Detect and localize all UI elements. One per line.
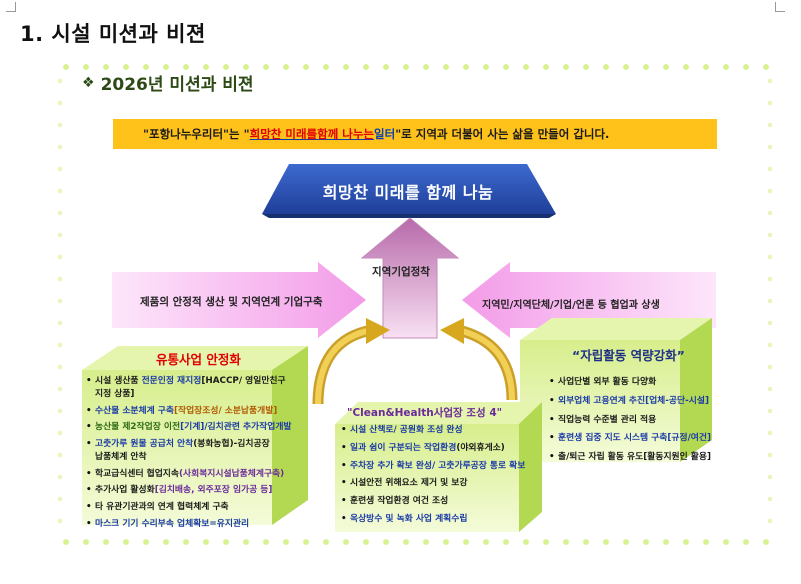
slogan-text-end: "로 지역과 더불어 사는 삶을 만들어 갑니다. [395, 127, 610, 141]
diamond-bullet-icon: ❖ [82, 74, 95, 91]
slogan-banner: "포항나누우리터"는 "희망찬 미래를 함께 나누는 일터"로 지역과 더불어 … [113, 119, 717, 149]
list-item-text: 수산물 소분체계 구축 [95, 405, 174, 416]
list-item-text: 전문인정 재지정 [141, 376, 202, 386]
list-item-text: 직업능력 수준별 관리 적용 [558, 414, 657, 425]
left-arrow-label: 제품의 안정적 생산 및 지역연계 기업구축 [140, 296, 323, 308]
list-item-text: (사회복지시설납품체계구축) [179, 468, 285, 479]
list-item-text: 시설 산책로/ 공원화 조성 완성 [350, 425, 463, 435]
list-item: 타 유관기관과의 연계 협력체계 구축 [86, 501, 336, 514]
list-item-text: [기계]/김치관련 추가작업개발 [180, 422, 292, 433]
list-item-text: 출/퇴근 자립 활동 유도 [558, 452, 644, 462]
center-box-title: "Clean&Health사업장 조성 4" [347, 407, 503, 419]
list-item-text: [업체-공단-시설] [645, 395, 709, 406]
list-item-text: 타 유관기관과의 연계 협력체계 구축 [95, 502, 229, 512]
list-item-text: 외부업체 고용연계 추진 [558, 395, 646, 406]
list-item: 학교급식센터 협업지속(사회복지시설납품체계구축) [86, 468, 336, 481]
section-title: ❖ 2026년 미션과 비젼 [82, 70, 254, 96]
slogan-highlight-future: 희망찬 미래를 [249, 127, 318, 141]
list-item-text: [작업장조성/ 소분납품개발] [173, 405, 278, 416]
list-item: 마스크 기기 수리부속 업체확보=유지관리 [86, 518, 336, 531]
list-item: 시설 산책로/ 공원화 조성 완성 [341, 424, 561, 437]
list-item-text: [규정/여건] [667, 433, 712, 444]
list-item-text: 훈련생 작업환경 여건 조성 [350, 496, 449, 506]
left-pink-arrow [112, 262, 366, 338]
vision-banner-text: 희망찬 미래를 함께 나눔 [322, 183, 494, 202]
decorative-dots-top [56, 62, 771, 74]
list-item-continuation: 납품체계 안착 [95, 451, 147, 462]
list-item-text: 시설안전 위해요소 제거 및 보강 [350, 478, 468, 489]
list-item-text: 고춧가루 원물 공급처 안착 [95, 439, 194, 449]
list-item: 시설안전 위해요소 제거 및 보강 [341, 477, 561, 490]
right-box-title: “자립활동 역량강화” [572, 348, 685, 363]
list-item: 훈련생 집중 지도 시스템 구축[규정/여건] [549, 432, 749, 445]
list-item-text: 추가사업 활성화 [95, 485, 155, 496]
list-item-text: 마스크 기기 수리부속 업체확보=유지관리 [95, 518, 250, 529]
decorative-dots-right [766, 70, 774, 540]
list-item-text: 옥상방수 및 녹화 사업 계획수립 [350, 513, 468, 524]
list-item: 사업단별 외부 활동 다양화 [549, 376, 749, 389]
list-item-text: [활동지원인 활용] [643, 452, 712, 462]
center-arrow-label: 지역기업정착 [372, 266, 430, 278]
slogan-highlight-share: 함께 나누는 [317, 127, 375, 141]
list-item: 외부업체 고용연계 추진[업체-공단-시설] [549, 395, 749, 408]
slogan-text-start: "포항나누우리터"는 " [143, 127, 250, 141]
list-item-text: 일과 쉼이 구분되는 작업환경 [350, 442, 457, 453]
list-item-text: 시설 생산품 [95, 376, 142, 386]
page-title: 1. 시설 미션과 비젼 [20, 22, 206, 46]
list-item: 농산물 제2작업장 이전[기계]/김치관련 추가작업개발 [86, 421, 336, 434]
decorative-dots-left [56, 70, 64, 540]
list-item-text: 사업단별 외부 활동 다양화 [558, 377, 657, 387]
section-title-text: 2026년 미션과 비젼 [100, 75, 254, 95]
center-box-list: 시설 산책로/ 공원화 조성 완성일과 쉼이 구분되는 작업환경(야외휴게소) 주… [341, 424, 561, 531]
slogan-highlight-workplace: 일터 [374, 127, 396, 141]
list-item: 추가사업 활성화[김치배송, 외주포장 임가공 등] [86, 484, 336, 497]
list-item-text: [HACCP/ 영일만친구 [201, 376, 286, 386]
right-arrow-label: 지역민/지역단체/기업/언론 등 협업과 상생 [482, 300, 660, 311]
list-item-text: 농산물 제2작업장 이전 [95, 422, 181, 433]
list-item: 수산물 소분체계 구축[작업장조성/ 소분납품개발] [86, 405, 336, 418]
decorative-dots-bottom [56, 537, 771, 547]
list-item: 출/퇴근 자립 활동 유도[활동지원인 활용] [549, 451, 749, 464]
list-item-text: 주차장 추가 확보 완성/ 고춧가루공장 통로 확보 [350, 460, 526, 471]
list-item-continuation: 지정 상품] [95, 388, 135, 399]
list-item: 훈련생 작업환경 여건 조성 [341, 495, 561, 508]
list-item-text: [김치배송, 외주포장 임가공 등] [154, 485, 273, 496]
list-item: 직업능력 수준별 관리 적용 [549, 414, 749, 427]
vision-banner-shape [262, 164, 556, 214]
list-item-text: 학교급식센터 협업지속 [95, 468, 179, 479]
list-item-text: (야외휴게소) [456, 442, 505, 453]
list-item-text: 훈련생 집중 지도 시스템 구축 [558, 433, 668, 444]
right-box-list: 사업단별 외부 활동 다양화외부업체 고용연계 추진[업체-공단-시설] 직업능력… [549, 376, 749, 470]
list-item: 옥상방수 및 녹화 사업 계획수립 [341, 513, 561, 526]
left-box-title: 유통사업 안정화 [156, 352, 241, 367]
center-up-arrow [360, 217, 460, 339]
page-corner-mark-left [6, 2, 16, 12]
list-item: 주차장 추가 확보 완성/ 고춧가루공장 통로 확보 [341, 460, 561, 473]
page-corner-mark-right [775, 2, 785, 12]
list-item-text: (봉화농협)-김치공장 [193, 439, 270, 449]
list-item: 일과 쉼이 구분되는 작업환경(야외휴게소) [341, 442, 561, 455]
